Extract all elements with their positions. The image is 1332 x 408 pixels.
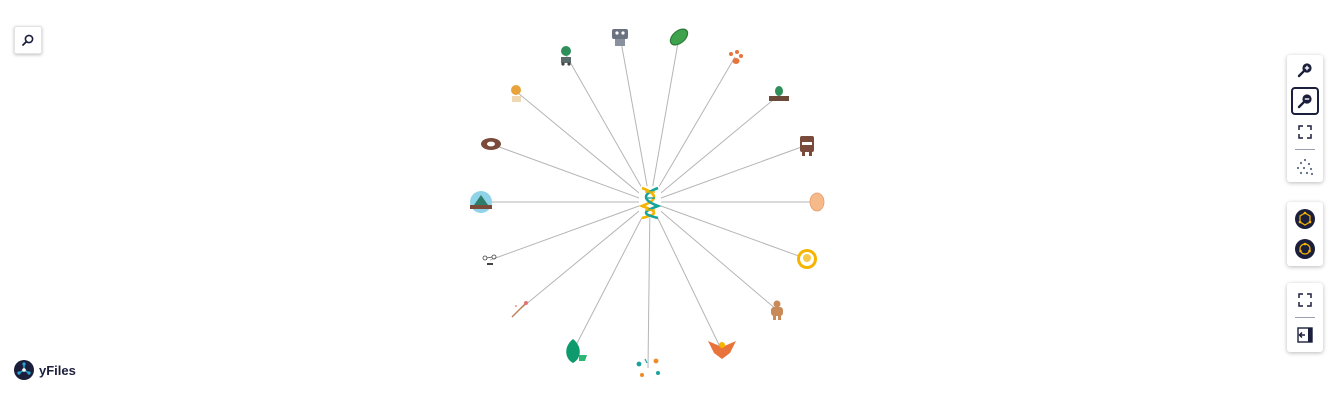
toolbar-divider (1295, 149, 1315, 150)
seeds-icon (636, 358, 660, 377)
brand-logo[interactable]: yFiles (14, 360, 76, 380)
leaf-icon (669, 28, 689, 46)
egg-icon (809, 192, 825, 212)
center-node[interactable] (638, 186, 662, 220)
monster-icon (800, 136, 814, 156)
graph-node-n12[interactable] (511, 301, 528, 318)
sidebar-collapse-icon (1297, 327, 1313, 343)
robot-icon (612, 29, 628, 46)
graph-node-n15[interactable] (481, 138, 501, 150)
circular-layout-button[interactable] (1292, 236, 1318, 262)
search-button[interactable] (14, 26, 42, 54)
graph-node-n4[interactable] (769, 86, 789, 101)
zoom-in-icon (1297, 63, 1312, 78)
zoom-out-button[interactable] (1291, 87, 1319, 115)
layout-scatter-icon (1296, 158, 1314, 176)
zoom-toolbar (1287, 55, 1323, 182)
paw-icon (729, 50, 743, 64)
graph-edge-n7[interactable] (649, 201, 808, 260)
zoom-out-icon (1297, 94, 1312, 109)
fit-content-button[interactable] (1292, 119, 1318, 145)
graph-node-n2[interactable] (667, 26, 690, 48)
mountain-icon (470, 191, 492, 213)
grower-icon (561, 46, 571, 66)
graph-node-n16[interactable] (511, 85, 521, 102)
graph-edge-n3[interactable] (649, 56, 736, 203)
graph-node-n10[interactable] (636, 358, 660, 377)
dna-icon (638, 186, 662, 220)
graph-node-n5[interactable] (800, 136, 814, 156)
graph-node-n1[interactable] (612, 29, 628, 46)
hexagon-layout-button[interactable] (1292, 206, 1318, 232)
toolbar-divider (1295, 317, 1315, 318)
search-icon (22, 34, 34, 46)
graph-node-n11[interactable] (566, 339, 587, 363)
graph-node-n13[interactable] (482, 254, 497, 265)
graph-edge-n17[interactable] (565, 54, 651, 203)
molecules-icon (482, 254, 497, 265)
graph-edge-n5[interactable] (649, 144, 808, 203)
hexagon-layout-icon (1295, 209, 1315, 229)
phoenix-icon (708, 341, 736, 359)
graph-edge-n9[interactable] (649, 201, 723, 352)
gingerbread-icon (771, 300, 783, 320)
yfiles-logo-icon (14, 360, 34, 380)
view-toolbar (1287, 283, 1323, 352)
graph-edge-n1[interactable] (619, 35, 651, 203)
graph-node-n3[interactable] (729, 50, 743, 64)
graph-node-n7[interactable] (797, 249, 817, 269)
graph-node-n17[interactable] (561, 46, 571, 66)
graph-node-n14[interactable] (470, 191, 492, 213)
graph-edge-n2[interactable] (649, 36, 680, 203)
layout-toolbar (1287, 202, 1323, 266)
fullscreen-icon (1298, 293, 1312, 307)
layout-button[interactable] (1292, 154, 1318, 180)
graph-node-n9[interactable] (708, 341, 736, 359)
graph-edge-n12[interactable] (518, 201, 651, 311)
node-layer (470, 26, 825, 377)
brand-name: yFiles (39, 362, 76, 378)
graph-edge-n13[interactable] (489, 201, 651, 261)
plant-pot-icon (769, 86, 789, 101)
graph-node-n8[interactable] (771, 300, 783, 321)
sun-badge-icon (797, 249, 817, 269)
collapse-sidebar-button[interactable] (1292, 322, 1318, 348)
graph-edge-n11[interactable] (572, 201, 651, 352)
graph-edge-n4[interactable] (649, 94, 780, 203)
graph-edge-n15[interactable] (490, 143, 651, 203)
graph-node-n6[interactable] (809, 192, 825, 212)
zoom-in-button[interactable] (1292, 57, 1318, 83)
graph-edge-n16[interactable] (517, 92, 651, 203)
cloud-icon (481, 138, 501, 150)
fit-content-icon (1298, 125, 1312, 139)
fullscreen-button[interactable] (1292, 287, 1318, 313)
graph-edge-n10[interactable] (647, 201, 651, 369)
circular-layout-icon (1295, 239, 1315, 259)
graph-edge-n8[interactable] (649, 201, 778, 311)
green-leaf-icon (566, 339, 587, 363)
edge-layer (481, 35, 817, 369)
wand-icon (511, 301, 528, 318)
worker-icon (511, 85, 521, 102)
